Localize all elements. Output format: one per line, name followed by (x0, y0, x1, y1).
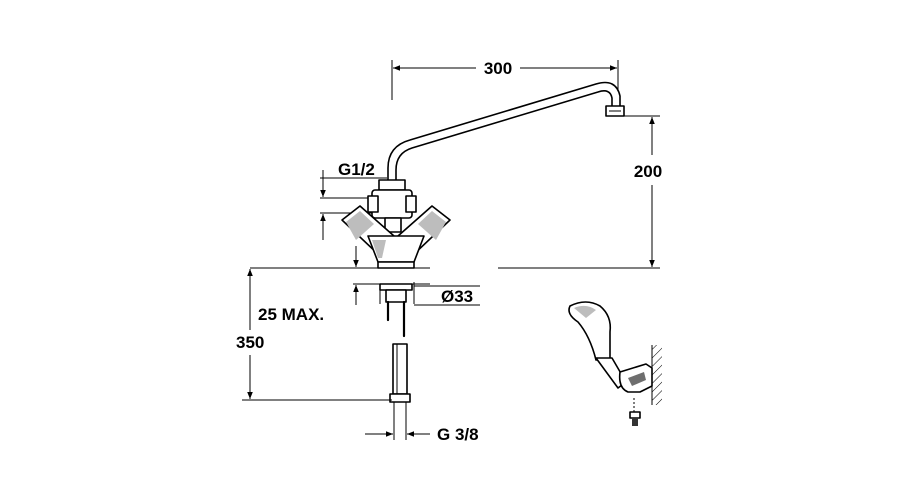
supply-hose (389, 343, 411, 440)
hose-length-label: 350 (236, 333, 264, 352)
wall-hatch (652, 345, 662, 405)
spout-collar (378, 179, 406, 191)
valve-nut-right (405, 195, 417, 213)
spout-tube (387, 81, 621, 183)
counter-top (250, 267, 430, 338)
screw-shank (632, 418, 638, 426)
handle-right-shade (418, 211, 446, 240)
dimension-counter-thickness: 25 MAX. (258, 246, 359, 324)
hose-body (392, 343, 408, 395)
swivel-spout (387, 81, 625, 183)
base-diameter-label: Ø33 (441, 287, 473, 306)
fixing-washer (379, 283, 413, 291)
hand-shower-with-bracket-icon (568, 301, 662, 426)
counter-thickness-label: 25 MAX. (258, 305, 324, 324)
hose-nut (389, 393, 411, 403)
spout-height-label: 200 (634, 162, 662, 181)
shower-head-shade (574, 305, 596, 318)
dimension-hose-length: 350 (236, 269, 392, 401)
handle-left-shade (346, 211, 374, 240)
bracket-shade (628, 372, 646, 386)
body-base-ring (377, 261, 415, 269)
inlet-thread-label: G1/2 (338, 160, 375, 179)
fixing-nut (385, 289, 407, 303)
dimension-base-diameter: Ø33 (379, 282, 480, 306)
dimension-hose-thread: G 3/8 (365, 425, 479, 444)
screw-head (629, 411, 641, 419)
spout-reach-label: 300 (484, 59, 512, 78)
mixer-body (341, 179, 451, 269)
dimension-spout-reach: 300 (391, 59, 619, 100)
hose-thread-label: G 3/8 (437, 425, 479, 444)
dimension-spout-height: 200 (498, 115, 662, 269)
valve-nut-left (367, 195, 379, 213)
valve-stem (384, 217, 402, 233)
body-cone-shade (372, 240, 386, 258)
